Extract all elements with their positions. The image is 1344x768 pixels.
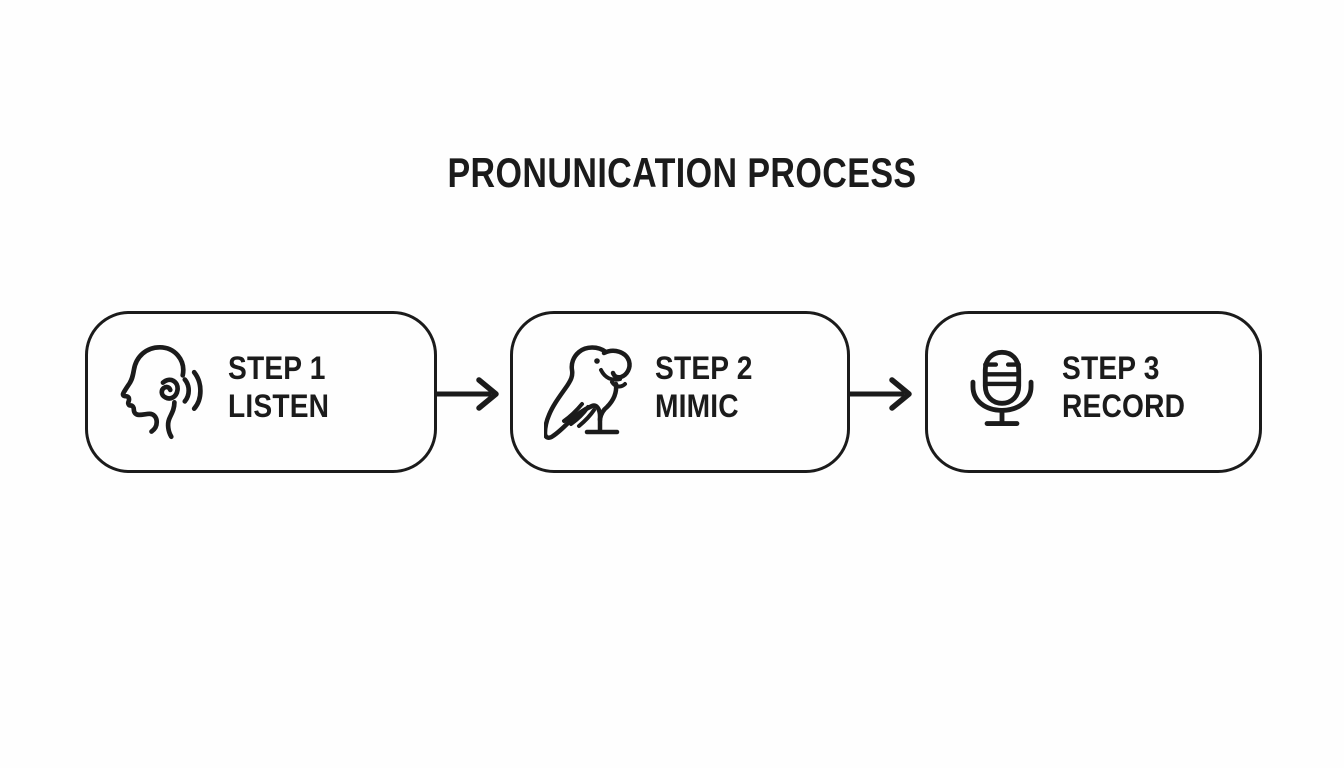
step-3-label: STEP 3 [1062,350,1160,386]
arrow-right-icon [437,377,499,411]
step-2-text: STEP 2 MIMIC [655,349,753,425]
step-1-action: LISTEN [228,388,330,424]
step-box-listen [85,311,437,473]
step-box-mimic [510,311,850,473]
microphone-icon [970,349,1034,426]
parrot-icon [544,345,632,440]
step-1-label: STEP 1 [228,350,326,386]
step-2-label: STEP 2 [655,350,753,386]
page-title: PRONUNICATION PROCESS [447,149,917,196]
step-3-text: STEP 3 RECORD [1062,349,1185,425]
step-box-record [925,311,1262,473]
step-1-text: STEP 1 LISTEN [228,349,329,425]
listening-head-icon [120,344,203,440]
step-2-action: MIMIC [655,388,739,424]
step-3-action: RECORD [1062,388,1186,424]
arrow-right-icon [850,377,912,411]
